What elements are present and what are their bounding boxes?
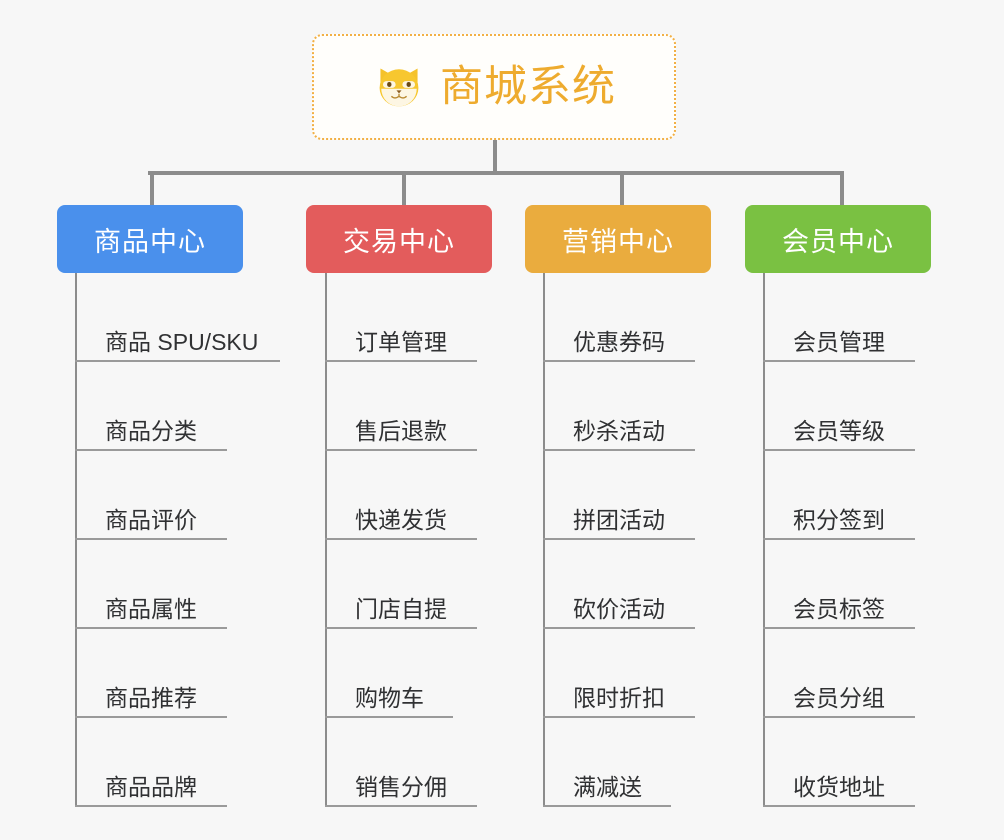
category-items-column-1: 商品 SPU/SKU 商品分类商品评价商品属性商品推荐商品品牌 xyxy=(75,273,280,807)
tree-item-underline xyxy=(75,360,280,362)
tree-item[interactable]: 订单管理 xyxy=(325,273,477,362)
tree-item-label: 会员等级 xyxy=(793,417,885,444)
tree-item-label: 秒杀活动 xyxy=(573,417,665,444)
tree-item-label: 收货地址 xyxy=(793,773,885,800)
tree-item-label: 限时折扣 xyxy=(573,684,665,711)
category-label: 营销中心 xyxy=(562,226,674,257)
tree-item-underline xyxy=(543,538,695,540)
connector-drop-1 xyxy=(150,171,154,208)
tree-item-underline xyxy=(75,627,227,629)
root-title: 商城系统 xyxy=(440,62,616,111)
tree-item[interactable]: 砍价活动 xyxy=(543,540,695,629)
tree-item-label: 拼团活动 xyxy=(573,506,665,533)
tree-item[interactable]: 购物车 xyxy=(325,629,453,718)
category-box-2[interactable]: 交易中心 xyxy=(306,205,492,273)
category-box-1[interactable]: 商品中心 xyxy=(57,205,243,273)
connector-drop-4 xyxy=(840,171,844,208)
connector-column-trunk-3 xyxy=(543,273,545,807)
tree-item[interactable]: 收货地址 xyxy=(763,718,915,807)
tree-item-label: 订单管理 xyxy=(355,328,447,355)
tree-item-label: 会员分组 xyxy=(793,684,885,711)
tree-item-underline xyxy=(325,805,477,807)
root-node[interactable]: 商城系统 xyxy=(312,34,676,140)
tree-item-label: 商品评价 xyxy=(105,506,197,533)
category-label: 商品中心 xyxy=(94,226,206,257)
tree-item-underline xyxy=(325,360,477,362)
tree-item-underline xyxy=(543,360,695,362)
tree-item-underline xyxy=(763,360,915,362)
tree-item-underline xyxy=(763,627,915,629)
tree-item-underline xyxy=(325,716,453,718)
connector-column-trunk-2 xyxy=(325,273,327,807)
tree-item[interactable]: 会员分组 xyxy=(763,629,915,718)
tree-item[interactable]: 商品品牌 xyxy=(75,718,258,807)
tree-item[interactable]: 商品分类 xyxy=(75,362,258,451)
category-items-column-3: 优惠券码秒杀活动拼团活动砍价活动限时折扣满减送 xyxy=(543,273,695,807)
tree-item-label: 满减送 xyxy=(573,773,642,800)
tree-item-underline xyxy=(75,538,227,540)
tree-item[interactable]: 拼团活动 xyxy=(543,451,695,540)
tree-item-underline xyxy=(763,805,915,807)
shiba-dog-face-icon xyxy=(372,60,426,114)
tree-item-label: 砍价活动 xyxy=(573,595,665,622)
tree-item-underline xyxy=(763,716,915,718)
tree-item-underline xyxy=(763,538,915,540)
tree-item-label: 会员标签 xyxy=(793,595,885,622)
tree-item-label: 积分签到 xyxy=(793,506,885,533)
tree-item-label: 销售分佣 xyxy=(355,773,447,800)
tree-item[interactable]: 优惠券码 xyxy=(543,273,695,362)
tree-item[interactable]: 销售分佣 xyxy=(325,718,477,807)
tree-item[interactable]: 会员等级 xyxy=(763,362,915,451)
category-items-column-4: 会员管理会员等级积分签到会员标签会员分组收货地址 xyxy=(763,273,915,807)
tree-item-label: 快递发货 xyxy=(355,506,447,533)
tree-item-label: 购物车 xyxy=(355,684,424,711)
connector-root-stem xyxy=(493,140,497,174)
tree-item-underline xyxy=(325,627,477,629)
tree-item[interactable]: 快递发货 xyxy=(325,451,477,540)
tree-item[interactable]: 积分签到 xyxy=(763,451,915,540)
connector-column-trunk-1 xyxy=(75,273,77,807)
tree-item[interactable]: 秒杀活动 xyxy=(543,362,695,451)
tree-item-label: 商品品牌 xyxy=(105,773,197,800)
connector-column-trunk-4 xyxy=(763,273,765,807)
tree-item[interactable]: 会员管理 xyxy=(763,273,915,362)
tree-item[interactable]: 商品推荐 xyxy=(75,629,258,718)
tree-item[interactable]: 商品 SPU/SKU xyxy=(75,273,280,362)
category-label: 会员中心 xyxy=(782,226,894,257)
tree-item-underline xyxy=(543,627,695,629)
tree-item-label: 商品分类 xyxy=(105,417,197,444)
category-box-4[interactable]: 会员中心 xyxy=(745,205,931,273)
tree-item-label: 会员管理 xyxy=(793,328,885,355)
category-items-column-2: 订单管理售后退款快递发货门店自提购物车销售分佣 xyxy=(325,273,477,807)
tree-item-underline xyxy=(75,716,227,718)
tree-item-underline xyxy=(325,449,477,451)
tree-item[interactable]: 售后退款 xyxy=(325,362,477,451)
tree-item-underline xyxy=(763,449,915,451)
tree-item[interactable]: 商品属性 xyxy=(75,540,258,629)
tree-item-label: 优惠券码 xyxy=(573,328,665,355)
tree-item-label: 门店自提 xyxy=(355,595,447,622)
tree-item[interactable]: 门店自提 xyxy=(325,540,477,629)
tree-item-underline xyxy=(75,805,227,807)
tree-item-underline xyxy=(543,805,671,807)
category-label: 交易中心 xyxy=(343,226,455,257)
tree-item[interactable]: 会员标签 xyxy=(763,540,915,629)
category-box-3[interactable]: 营销中心 xyxy=(525,205,711,273)
tree-item-label: 商品属性 xyxy=(105,595,197,622)
tree-item-underline xyxy=(543,449,695,451)
tree-item[interactable]: 商品评价 xyxy=(75,451,258,540)
tree-item-label: 商品 SPU/SKU xyxy=(105,328,259,355)
tree-item[interactable]: 满减送 xyxy=(543,718,671,807)
tree-item[interactable]: 限时折扣 xyxy=(543,629,695,718)
tree-item-label: 商品推荐 xyxy=(105,684,197,711)
tree-item-underline xyxy=(543,716,695,718)
connector-horizontal-bus xyxy=(148,171,844,175)
tree-item-underline xyxy=(75,449,227,451)
connector-drop-3 xyxy=(620,171,624,208)
connector-drop-2 xyxy=(402,171,406,208)
tree-item-underline xyxy=(325,538,477,540)
tree-item-label: 售后退款 xyxy=(355,417,447,444)
